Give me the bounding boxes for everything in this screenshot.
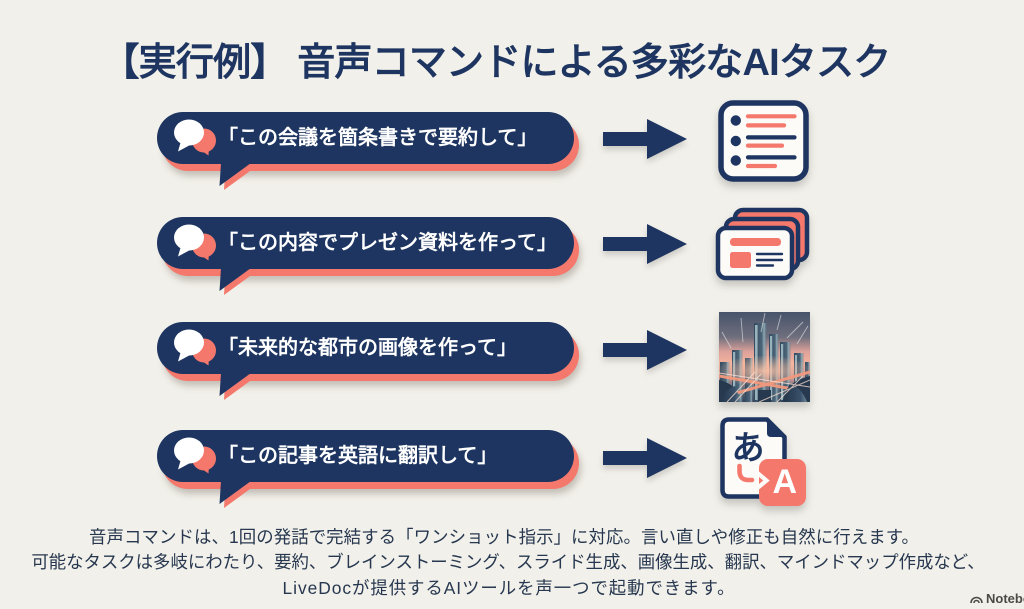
svg-text:A: A <box>773 463 798 501</box>
svg-text:あ: あ <box>732 429 765 466</box>
